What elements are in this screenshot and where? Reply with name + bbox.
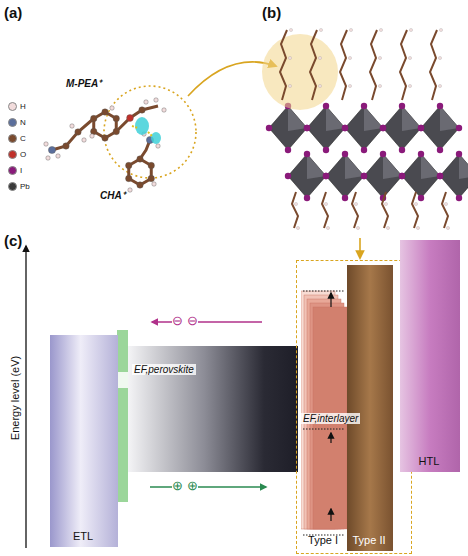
legend-item: I [8, 166, 22, 175]
atom-swatch [8, 166, 17, 175]
crystal-structure [262, 28, 468, 258]
atom-swatch [8, 150, 17, 159]
band-label: ETL [73, 530, 93, 542]
axis-title: Energy level (eV) [9, 343, 21, 453]
legend-item: C [8, 134, 26, 143]
legend-text: I [20, 166, 22, 175]
charge-symbol: ⊕ ⊕ [172, 478, 198, 493]
band-label: Type II [352, 534, 385, 546]
molecule-label: M-PEA⁺ [66, 76, 101, 90]
legend-item: Pb [8, 182, 30, 191]
atom-swatch [8, 102, 17, 111]
molecule-label: CHA⁺ [100, 188, 125, 202]
legend-item: H [8, 102, 26, 111]
band-box: Type II [347, 265, 393, 551]
band-label: Type I [308, 534, 338, 546]
legend-text: C [20, 134, 26, 143]
legend-item: N [8, 118, 26, 127]
band-box: EF,interlayerType I Type II [296, 260, 412, 554]
molecule-model [44, 62, 276, 192]
band-box: HTL [400, 240, 460, 472]
legend-text: N [20, 118, 26, 127]
charge-symbol: ⊖ ⊖ [172, 313, 198, 328]
legend-text: Pb [20, 182, 30, 191]
band-label: HTL [419, 455, 440, 467]
atom-swatch [8, 118, 17, 127]
band-box: ETL [50, 335, 118, 547]
panel-label: (a) [4, 4, 22, 21]
legend-text: H [20, 102, 26, 111]
legend-item: O [8, 150, 26, 159]
legend-text: O [20, 150, 26, 159]
panel-label: (c) [4, 232, 22, 249]
fermi-level-label: EF,perovskite [132, 364, 196, 375]
band-diagram [26, 246, 298, 548]
atom-swatch [8, 134, 17, 143]
band-box: EF,perovskite [128, 346, 298, 472]
fermi-level-label: EF,interlayer [301, 413, 360, 424]
panel-label: (b) [262, 4, 281, 21]
atom-swatch [8, 182, 17, 191]
